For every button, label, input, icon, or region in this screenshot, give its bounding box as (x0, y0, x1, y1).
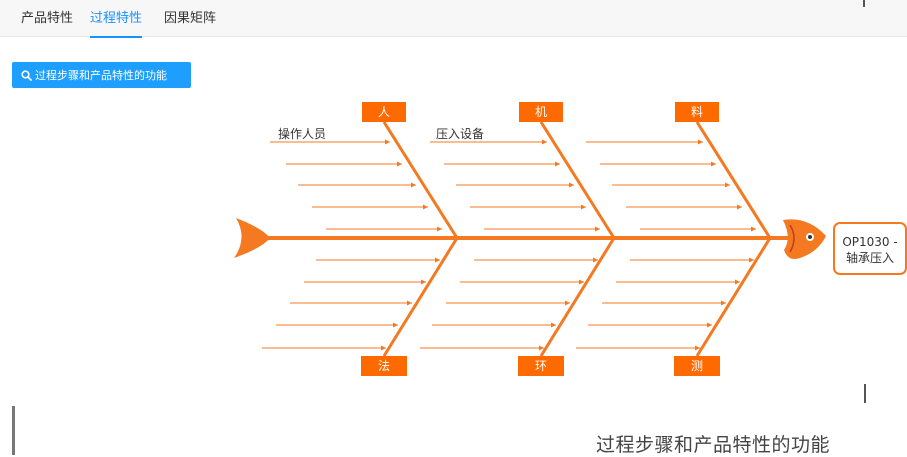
tab-process-characteristics[interactable]: 过程特性 (90, 10, 143, 38)
cause-label-press-equipment: 压入设备 (436, 127, 484, 141)
process-function-button[interactable]: 过程步骤和产品特性的功能 (12, 62, 191, 88)
bone-ren (382, 121, 459, 239)
upper-cause-arrows (270, 139, 756, 232)
tab-cause-effect-matrix[interactable]: 因果矩阵 (164, 11, 217, 26)
category-fa[interactable]: 法 (361, 356, 407, 376)
category-ce[interactable]: 测 (674, 356, 720, 376)
bone-ji (539, 121, 616, 239)
fish-head (783, 219, 826, 259)
lower-cause-arrows (262, 257, 754, 351)
search-icon (21, 69, 32, 81)
fish-head-label[interactable]: OP1030 - 轴承压入 (833, 222, 907, 275)
svg-text:法: 法 (378, 359, 390, 373)
tab-product-characteristics[interactable]: 产品特性 (21, 11, 74, 26)
svg-text:机: 机 (535, 105, 547, 119)
svg-text:人: 人 (378, 105, 390, 119)
head-label-line1: OP1030 - (842, 235, 898, 249)
bone-huan (539, 237, 616, 357)
section-title: 过程步骤和产品特性的功能 (596, 434, 831, 456)
cause-label-operator: 操作人员 (278, 126, 326, 141)
fish-tail (234, 218, 270, 258)
svg-text:测: 测 (691, 359, 703, 373)
process-function-button-label: 过程步骤和产品特性的功能 (35, 69, 167, 82)
scroll-mark (864, 384, 866, 403)
head-label-line2: 轴承压入 (845, 251, 894, 265)
section-divider (12, 406, 15, 455)
category-ji[interactable]: 机 (519, 102, 563, 122)
category-liao[interactable]: 料 (675, 102, 719, 122)
scroll-mark (863, 0, 865, 7)
bone-liao (695, 121, 772, 239)
svg-text:料: 料 (691, 105, 703, 119)
tab-bar: 产品特性 过程特性 因果矩阵 (0, 0, 907, 38)
category-ren[interactable]: 人 (362, 102, 406, 122)
category-huan[interactable]: 环 (518, 356, 564, 376)
bone-ce (695, 237, 772, 357)
bone-fa (382, 237, 459, 357)
svg-text:环: 环 (535, 359, 547, 373)
